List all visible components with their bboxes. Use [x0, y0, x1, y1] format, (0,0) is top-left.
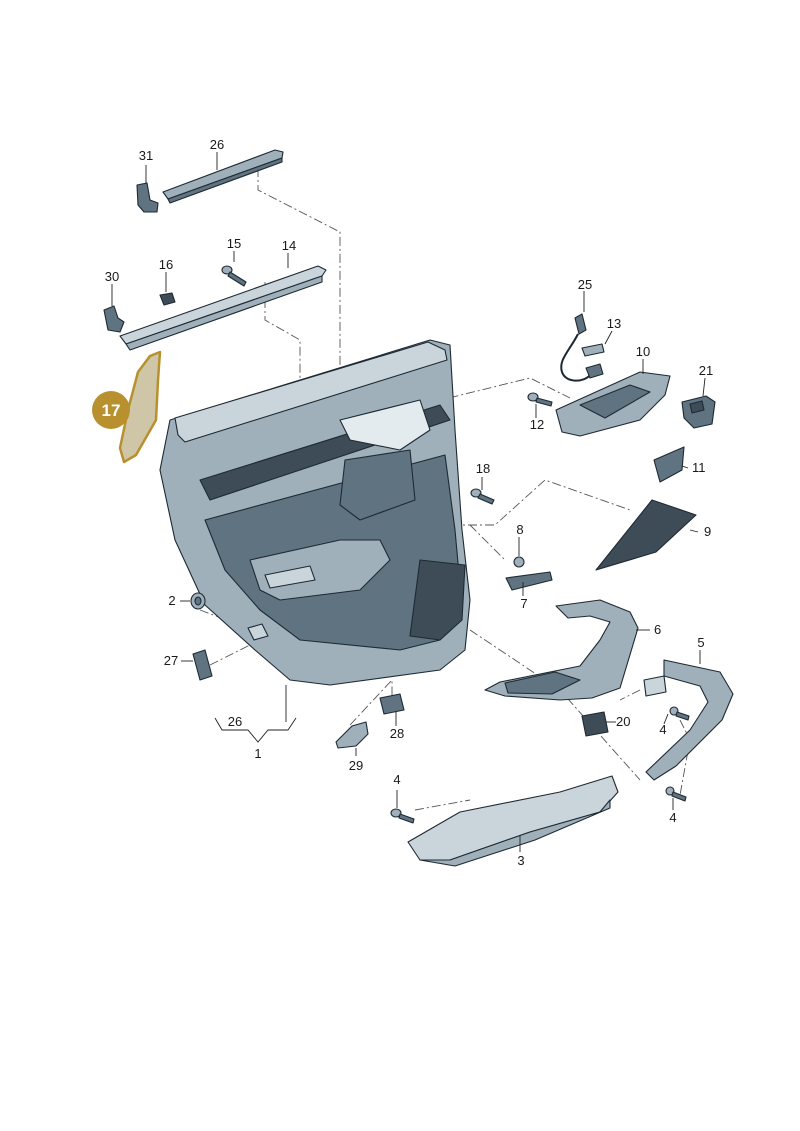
part-26-trim-strip	[162, 149, 284, 204]
part-9-speaker-grille	[595, 499, 697, 571]
part-11-cover	[653, 446, 685, 483]
callout-27: 27	[164, 653, 178, 668]
callout-17-badge[interactable]: 17	[92, 391, 130, 429]
callout-31: 31	[139, 148, 153, 163]
callout-14: 14	[282, 238, 296, 253]
part-21-switch	[681, 395, 716, 429]
callout-1: 1	[254, 746, 261, 761]
callout-labels: 31 26 15 14 30 16 25 13 10 21 12 11 18 8…	[105, 137, 713, 868]
callout-9: 9	[704, 524, 711, 539]
callout-3: 3	[517, 853, 524, 868]
part-5-handle	[643, 659, 734, 781]
callout-4-left: 4	[393, 772, 400, 787]
callout-30: 30	[105, 269, 119, 284]
part-16-clip	[159, 292, 176, 306]
part-13-connector	[581, 343, 605, 357]
part-17-highlighted-trim	[118, 350, 162, 464]
part-27-grille	[192, 649, 213, 681]
callout-26-top: 26	[210, 137, 224, 152]
callout-25: 25	[578, 277, 592, 292]
callout-17-label: 17	[102, 401, 121, 420]
part-3-lower-trim	[407, 775, 619, 867]
part-1-door-panel	[159, 339, 471, 686]
part-18-screw	[470, 488, 495, 505]
callout-4-right-lower: 4	[669, 810, 676, 825]
part-12-screw	[527, 392, 553, 407]
part-28-connector	[379, 693, 405, 715]
part-15-screw	[221, 265, 247, 287]
callout-16: 16	[159, 257, 173, 272]
part-14-window-trim	[119, 265, 327, 351]
leader-lines	[111, 152, 706, 852]
part-2-clip	[190, 592, 206, 610]
callout-8: 8	[516, 522, 523, 537]
callout-11: 11	[692, 460, 706, 475]
callout-5: 5	[697, 635, 704, 650]
callout-21: 21	[699, 363, 713, 378]
callout-2: 2	[168, 593, 175, 608]
part-29-bracket	[335, 721, 369, 749]
part-30-bracket	[103, 305, 125, 333]
part-10-switch-housing	[555, 371, 671, 437]
part-7-insert	[505, 571, 553, 591]
callout-15: 15	[227, 236, 241, 251]
part-25-wiring	[560, 313, 604, 382]
callout-12: 12	[530, 417, 544, 432]
callout-4-right-upper: 4	[659, 722, 666, 737]
callout-10: 10	[636, 344, 650, 359]
callout-29: 29	[349, 758, 363, 773]
callout-13: 13	[607, 316, 621, 331]
callout-7: 7	[520, 596, 527, 611]
callout-28: 28	[390, 726, 404, 741]
part-4-screws	[390, 706, 690, 824]
callout-20: 20	[616, 714, 630, 729]
callout-26-bottom: 26	[228, 714, 242, 729]
part-8-nut	[513, 556, 525, 568]
part-20-switch	[581, 711, 609, 737]
callout-18: 18	[476, 461, 490, 476]
part-31-clip	[136, 182, 159, 213]
callout-6: 6	[654, 622, 661, 637]
part-6-armrest-frame	[484, 599, 639, 701]
